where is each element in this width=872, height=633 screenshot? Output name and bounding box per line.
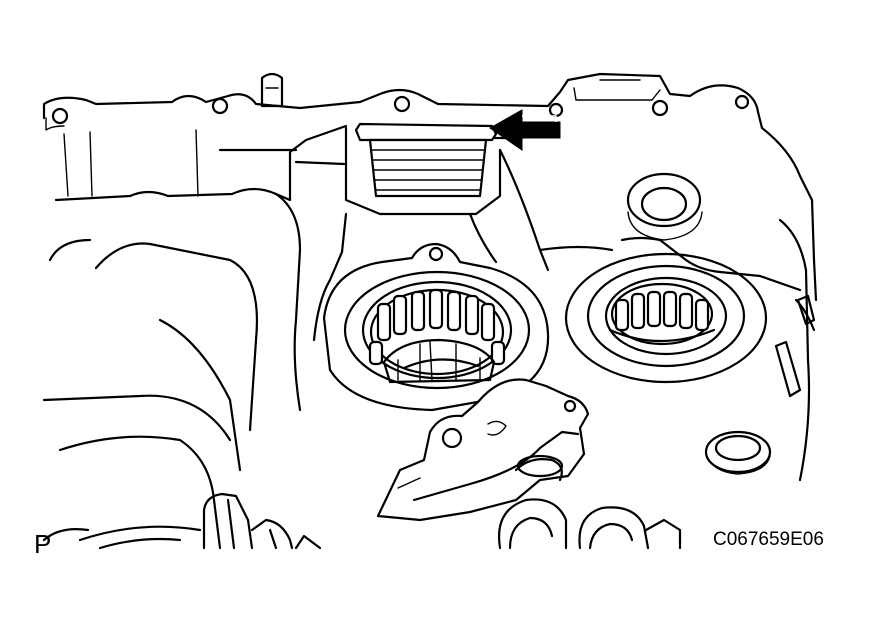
lower-left-components bbox=[42, 492, 322, 550]
bearing-left bbox=[322, 242, 550, 412]
arrow-left-icon bbox=[489, 109, 561, 151]
view-letter-label: P bbox=[34, 529, 52, 559]
figure-code-label: C067659E06 bbox=[713, 529, 824, 550]
oil-seal-cylinder bbox=[294, 122, 518, 216]
case-outline bbox=[42, 72, 816, 262]
lower-round-features bbox=[498, 498, 682, 550]
bracket-plate bbox=[376, 378, 590, 522]
side-ribs bbox=[774, 294, 816, 398]
round-boss-lower-right bbox=[704, 430, 772, 475]
bearing-right bbox=[564, 252, 768, 384]
round-boss-upper-right bbox=[626, 172, 703, 241]
case-body-contours bbox=[42, 148, 818, 550]
